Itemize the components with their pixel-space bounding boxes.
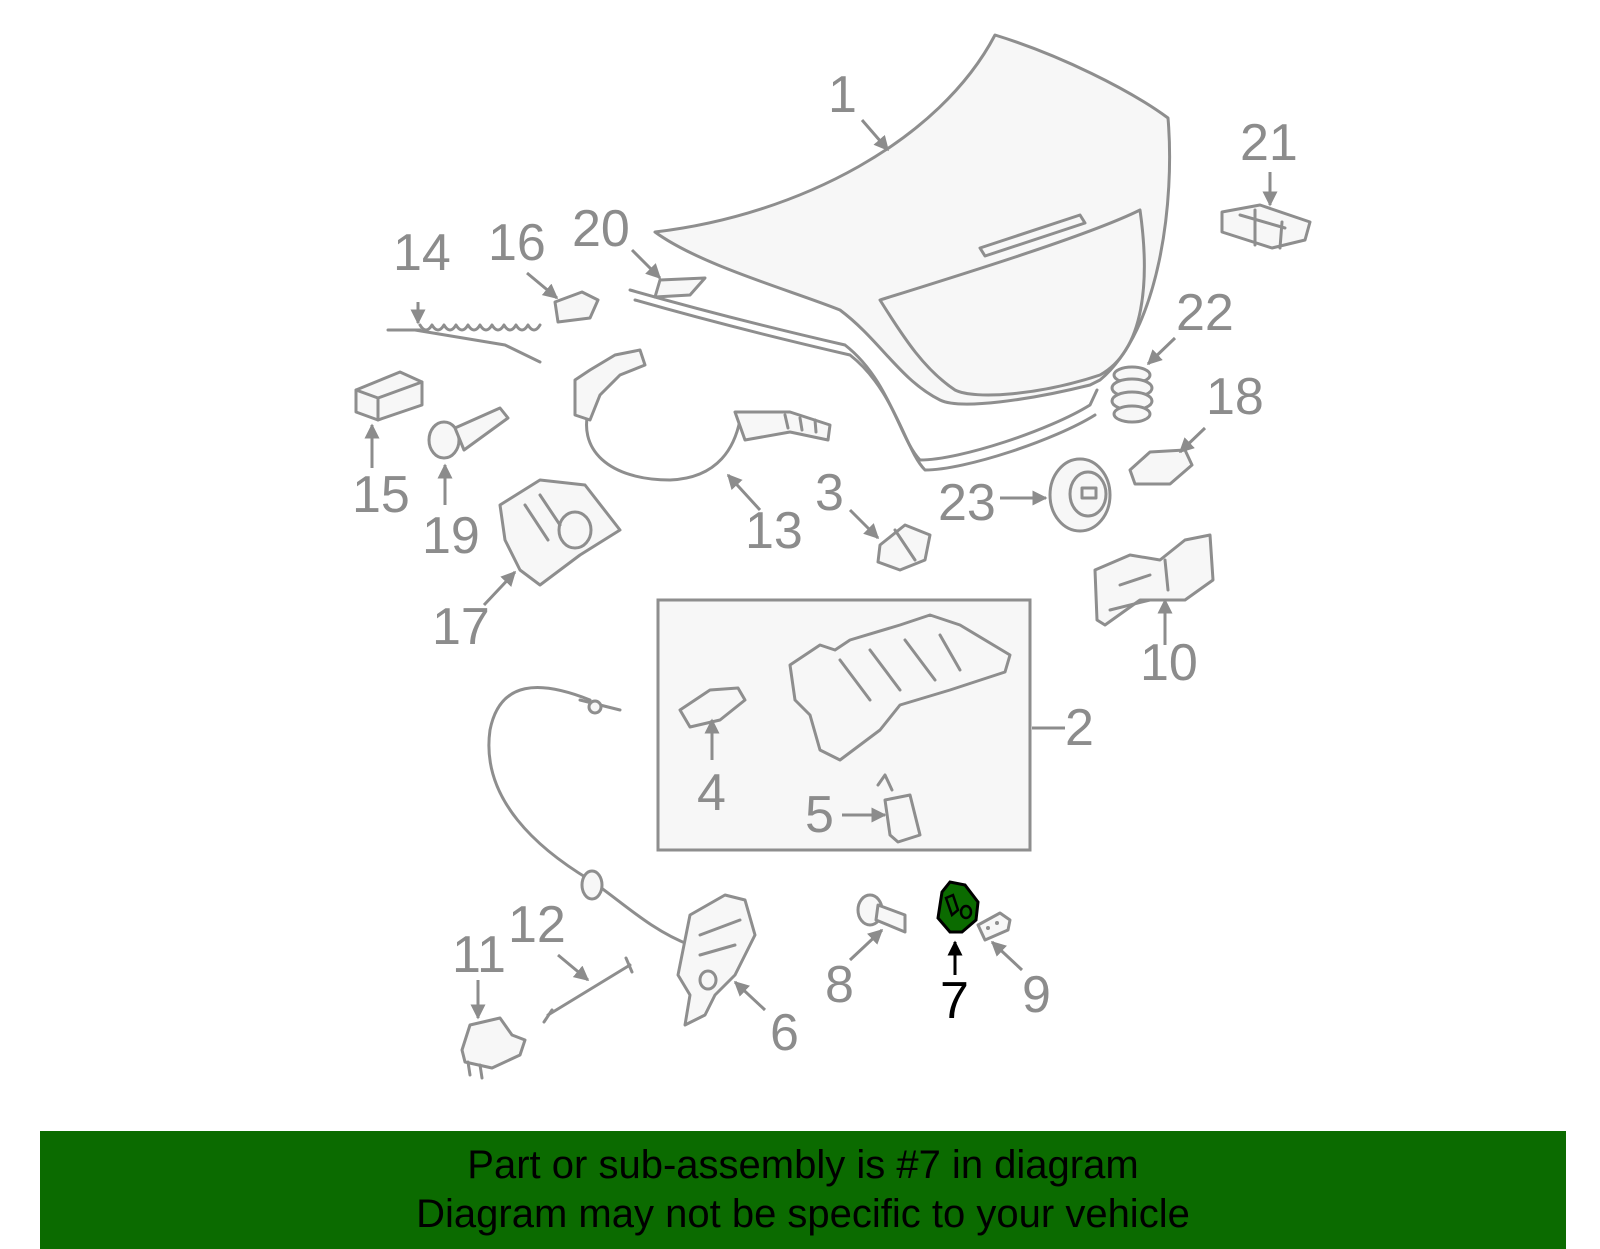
callout-8: 8	[825, 956, 854, 1014]
callout-14: 14	[393, 224, 451, 282]
callout-1: 1	[828, 66, 857, 124]
bolt-part-8	[856, 893, 907, 934]
lock-cap-part-23	[1048, 457, 1112, 533]
latch-part-17	[498, 478, 622, 587]
push-pin-part-19	[427, 406, 510, 460]
callout-22: 22	[1176, 284, 1234, 342]
callout-4: 4	[697, 764, 726, 822]
latch-bracket-part-10	[1093, 533, 1215, 627]
banner-line-1: Part or sub-assembly is #7 in diagram	[467, 1143, 1139, 1187]
callout-17: 17	[432, 598, 490, 656]
callout-20: 20	[572, 200, 630, 258]
callout-12: 12	[508, 896, 566, 954]
seal-strip-part	[653, 276, 707, 299]
callout-5: 5	[805, 786, 834, 844]
clip-part-3	[876, 523, 932, 572]
subassembly-box-2	[656, 598, 1032, 852]
spring-part-14	[386, 323, 542, 364]
callout-3: 3	[815, 464, 844, 522]
callout-15: 15	[352, 466, 410, 524]
callout-19: 19	[422, 507, 480, 565]
info-banner: Part or sub-assembly is #7 in diagram Di…	[40, 1131, 1566, 1249]
callout-6: 6	[770, 1004, 799, 1062]
release-cable	[487, 686, 692, 947]
callout-21: 21	[1240, 114, 1298, 172]
rod-part-12	[542, 956, 634, 1024]
bumper-part-18	[1128, 448, 1194, 486]
clip-part-9	[976, 911, 1012, 942]
banner-line-2: Diagram may not be specific to your vehi…	[416, 1192, 1190, 1236]
callout-16: 16	[488, 214, 546, 272]
callout-arrows	[364, 119, 1278, 1020]
clip-part-16	[553, 290, 600, 324]
trunk-lid-part	[628, 33, 1172, 472]
hinge-part-13	[573, 348, 832, 482]
buffer-part-22	[1110, 365, 1154, 424]
callout-11: 11	[452, 926, 506, 984]
actuator-part-6	[676, 893, 757, 1027]
callout-13: 13	[745, 502, 803, 560]
callout-18: 18	[1206, 368, 1264, 426]
callout-10: 10	[1140, 634, 1198, 692]
callout-labels: 1 21 20 16 14 22 18 15 19 13 3 23 17 10 …	[352, 66, 1298, 1062]
callout-9: 9	[1022, 966, 1051, 1024]
callout-23: 23	[938, 474, 996, 532]
switch-part-11	[460, 1016, 527, 1080]
callout-7: 7	[940, 972, 969, 1030]
callout-2: 2	[1065, 699, 1094, 757]
pad-part-15	[354, 370, 424, 422]
bumper-block-part-21	[1220, 203, 1312, 250]
highlighted-part-7[interactable]	[936, 880, 980, 934]
